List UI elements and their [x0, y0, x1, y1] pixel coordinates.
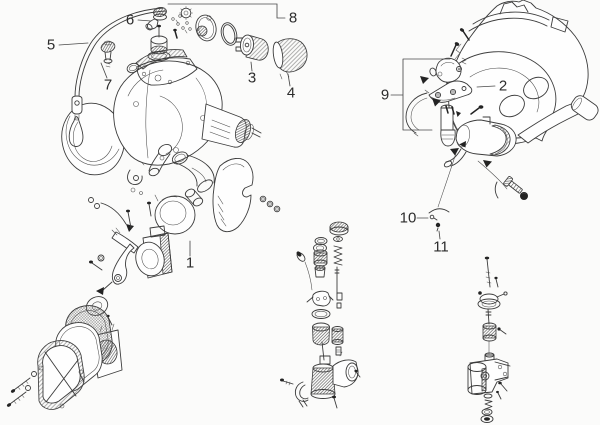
callout-3: 3: [248, 61, 256, 87]
callout-label-11: 11: [433, 239, 449, 256]
callout-label-6: 6: [126, 12, 134, 29]
oil-pump-exploded-drawing: [467, 256, 511, 423]
fan-cowl-assembly-drawing: [448, 0, 599, 153]
callout-label-4: 4: [287, 85, 295, 102]
callout-11: 11: [433, 230, 449, 256]
callout-label-2: 2: [499, 78, 507, 95]
fuel-tap-drawing: [145, 7, 167, 31]
oil-valve-drawing: [100, 40, 116, 68]
callout-7: 7: [100, 62, 112, 94]
callout-6: 6: [126, 12, 152, 29]
callout-label-5: 5: [47, 37, 55, 54]
callout-label-3: 3: [248, 70, 256, 87]
callouts: 1 2 3 4 5 6 7 8: [47, 3, 507, 272]
air-filter-box-drawing: [6, 296, 123, 410]
carburettor-unit-drawing: [88, 197, 173, 295]
callout-label-10: 10: [400, 210, 417, 227]
callout-label-8: 8: [289, 10, 297, 27]
starter-group-drawing: [171, 6, 308, 80]
callout-8: 8: [167, 3, 297, 27]
callout-label-1: 1: [186, 255, 194, 272]
carburettor-exploded-drawing: [280, 221, 361, 409]
callout-9: 9: [381, 58, 451, 131]
throttle-cable-drawing: [71, 7, 167, 121]
intake-airbox-group-drawing: [405, 42, 528, 232]
callout-10: 10: [400, 210, 429, 227]
intake-parts-drawing: [148, 143, 281, 235]
engine-assembly-drawing: [61, 24, 262, 195]
callout-label-7: 7: [104, 77, 112, 94]
callout-2: 2: [476, 78, 507, 95]
callout-5: 5: [47, 37, 89, 54]
callout-1: 1: [186, 240, 194, 272]
callout-label-9: 9: [381, 87, 389, 104]
callout-4: 4: [287, 73, 295, 102]
